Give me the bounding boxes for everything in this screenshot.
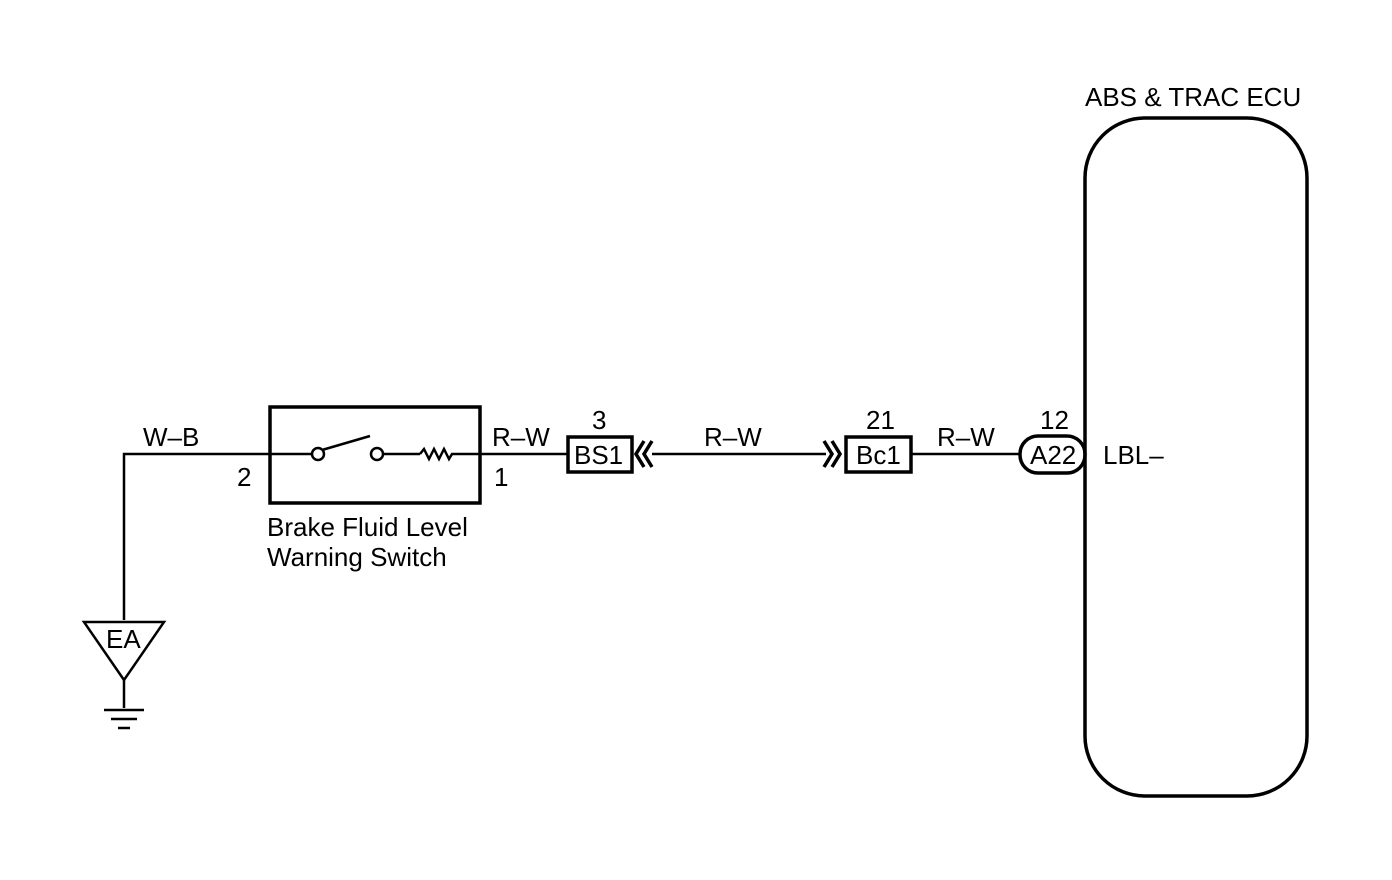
switch-name-line2: Warning Switch xyxy=(267,542,447,572)
ground-wire-label: W–B xyxy=(143,422,199,452)
switch-contact-icon xyxy=(270,434,420,462)
connector-a22-name: A22 xyxy=(1030,440,1076,470)
ground-wire xyxy=(122,452,270,620)
wire-1-label: R–W xyxy=(492,422,550,452)
connector-bc1-pin: 21 xyxy=(866,405,895,435)
connector-bs1 xyxy=(566,435,634,474)
wire-2-label: R–W xyxy=(704,422,762,452)
switch-pin-left: 2 xyxy=(237,462,251,492)
switch-name-line1: Brake Fluid Level xyxy=(267,512,468,542)
ecu-terminal-label: LBL– xyxy=(1103,440,1164,470)
connector-bs1-pin: 3 xyxy=(592,405,606,435)
connector-bs1-name: BS1 xyxy=(574,440,623,470)
connector-bc1-name: Bc1 xyxy=(856,440,901,470)
switch-pin-right: 1 xyxy=(494,462,508,492)
connector-a22 xyxy=(1018,434,1087,475)
resistor-icon xyxy=(419,446,480,462)
connector-a22-pin: 12 xyxy=(1040,405,1069,435)
ground-label: EA xyxy=(106,624,141,654)
wire-3-label: R–W xyxy=(937,422,995,452)
connector-bs1-chevron-icon xyxy=(633,440,654,468)
ground-symbol-icon xyxy=(104,680,144,730)
ecu-title: ABS & TRAC ECU xyxy=(1085,82,1301,112)
connector-bc1-chevron-icon xyxy=(822,440,843,468)
ground-triangle xyxy=(81,620,167,683)
